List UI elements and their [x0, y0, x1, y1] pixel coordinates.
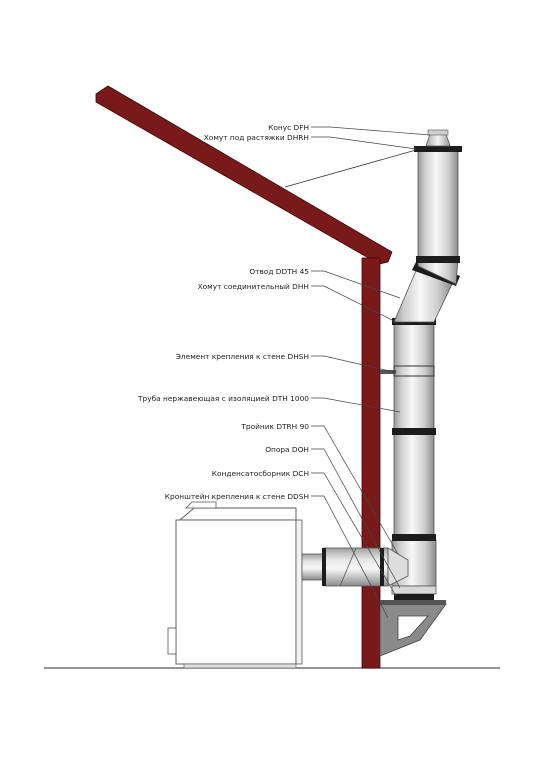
- label-wall-bracket: Кронштейн крепления к стене DDSH: [165, 492, 309, 501]
- label-joint-clamp: Хомут соединительный DHH: [198, 282, 309, 291]
- label-guy-clamp: Хомут под растяжки DHRH: [204, 133, 309, 142]
- guy-wire: [284, 149, 417, 188]
- label-insulated-pipe: Труба нержавеющая с изоляцией DTH 1000: [137, 394, 309, 403]
- cone-cap: [425, 129, 451, 147]
- leader-lines: [311, 126, 431, 619]
- label-condensate: Конденсатосборник DCH: [212, 469, 309, 478]
- lower-pipe: [380, 318, 436, 541]
- horizontal-flue: [301, 547, 389, 587]
- elbow: [393, 257, 460, 323]
- boiler: [167, 501, 303, 669]
- label-wall-fixing: Элемент крепления к стене DHSH: [176, 352, 309, 361]
- label-tee: Тройник DTRH 90: [240, 422, 309, 431]
- wall-bracket: [379, 600, 447, 657]
- label-support: Опора DOH: [265, 445, 309, 454]
- wall: [361, 257, 381, 669]
- roof-slope: [95, 85, 393, 265]
- upper-pipe: [414, 146, 462, 263]
- label-elbow: Отвод DDTH 45: [249, 267, 309, 276]
- label-cone: Конус DFH: [268, 123, 309, 132]
